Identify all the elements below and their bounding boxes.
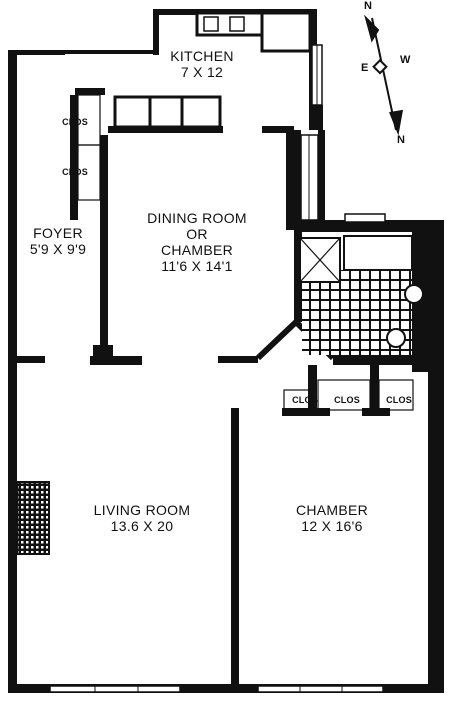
fireplace	[16, 481, 50, 555]
compass-n-top: N	[364, 0, 372, 12]
room-label-living: LIVING ROOM 13.6 X 20	[72, 502, 212, 534]
closet-label-foyer-lower: CLOS	[62, 167, 88, 177]
compass-w: W	[400, 54, 411, 66]
room-label-kitchen: KITCHEN 7 X 12	[150, 48, 254, 80]
chamber-name: CHAMBER	[295, 502, 369, 518]
dining-or: OR	[186, 226, 208, 243]
foyer-size: 5'9 X 9'9	[29, 241, 87, 258]
chamber-size: 12 X 16'6	[301, 518, 363, 535]
dining-size: 11'6 X 14'1	[161, 258, 233, 275]
room-label-foyer: FOYER 5'9 X 9'9	[18, 225, 98, 257]
dining-name: DINING ROOM	[147, 210, 247, 226]
compass-arrow	[364, 14, 403, 136]
closet-label-chamber-1: CLOS	[292, 395, 318, 405]
room-label-dining: DINING ROOM OR CHAMBER 11'6 X 14'1	[132, 210, 262, 274]
closet-label-foyer-upper: CLOS	[62, 117, 88, 127]
living-name: LIVING ROOM	[93, 502, 191, 518]
room-label-chamber: CHAMBER 12 X 16'6	[272, 502, 392, 534]
closet-label-chamber-2: CLOS	[334, 395, 360, 405]
closet-label-chamber-3: CLOS	[386, 395, 412, 405]
kitchen-size: 7 X 12	[180, 64, 224, 81]
compass-n-bottom: N	[397, 134, 405, 146]
walls	[8, 9, 444, 693]
kitchen-name: KITCHEN	[170, 48, 234, 64]
foyer-name: FOYER	[33, 225, 83, 241]
dining-alt-name: CHAMBER	[160, 242, 234, 259]
compass-e: E	[361, 62, 369, 74]
living-size: 13.6 X 20	[110, 518, 174, 535]
closet-outlines	[77, 94, 414, 411]
